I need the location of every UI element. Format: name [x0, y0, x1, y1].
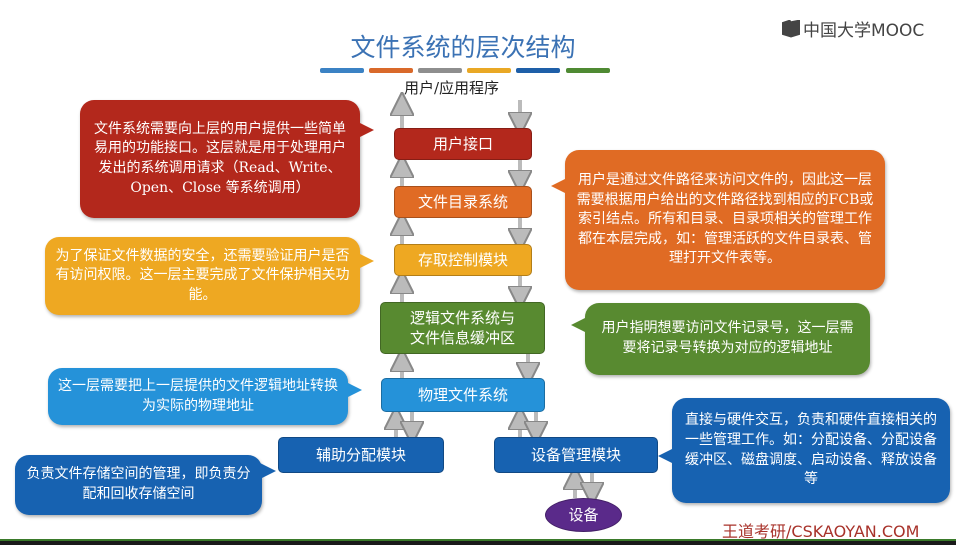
color-bar — [516, 68, 560, 73]
page-title: 文件系统的层次结构 — [350, 33, 576, 62]
layer-file-directory: 文件目录系统 — [394, 186, 532, 218]
layer-alloc: 辅助分配模块 — [278, 437, 444, 473]
callout-text: 这一层需要把上一层提供的文件逻辑地址转换为实际的物理地址 — [58, 377, 338, 414]
book-icon — [782, 19, 800, 38]
footer-watermark: 王道考研/CSKAOYAN.COM — [722, 522, 920, 541]
callout-text: 直接与硬件交互，负责和硬件直接相关的一些管理工作。如：分配设备、分配设备缓冲区、… — [685, 412, 937, 488]
callout-access-control: 为了保证文件数据的安全，还需要验证用户是否有访问权限。这一层主要完成了文件保护相… — [45, 237, 374, 315]
callout-alloc: 负责文件存储空间的管理，即负责分配和回收存储空间 — [15, 455, 276, 515]
mooc-logo: 中国大学MOOC — [782, 16, 924, 41]
color-bar — [369, 68, 413, 73]
callout-text: 为了保证文件数据的安全，还需要验证用户是否有访问权限。这一层主要完成了文件保护相… — [55, 247, 350, 303]
color-bar — [467, 68, 511, 73]
top-label: 用户/应用程序 — [404, 79, 500, 97]
callout-device-mgmt: 直接与硬件交互，负责和硬件直接相关的一些管理工作。如：分配设备、分配设备缓冲区、… — [658, 398, 950, 503]
callout-text: 用户指明想要访问文件记录号，这一层需要将记录号转换为对应的逻辑地址 — [601, 320, 854, 356]
bottom-band — [0, 539, 956, 545]
callout-physical-fs: 这一层需要把上一层提供的文件逻辑地址转换为实际的物理地址 — [48, 368, 362, 425]
layer-logical-fs: 逻辑文件系统与文件信息缓冲区 — [380, 302, 545, 354]
layer-device: 设备 — [545, 498, 622, 532]
layer-device-mgmt: 设备管理模块 — [494, 437, 658, 473]
color-bar — [320, 68, 364, 73]
color-bar — [418, 68, 462, 73]
callout-text: 文件系统需要向上层的用户提供一些简单易用的功能接口。这层就是用于处理用户发出的系… — [94, 120, 346, 196]
layer-physical-fs: 物理文件系统 — [381, 378, 545, 412]
callout-directory: 用户是通过文件路径来访问文件的，因此这一层需要根据用户给出的文件路径找到相应的F… — [551, 150, 885, 290]
color-bar — [566, 68, 610, 73]
callout-text: 用户是通过文件路径来访问文件的，因此这一层需要根据用户给出的文件路径找到相应的F… — [576, 172, 874, 267]
callout-user-interface: 文件系统需要向上层的用户提供一些简单易用的功能接口。这层就是用于处理用户发出的系… — [80, 100, 374, 218]
layer-user-interface: 用户接口 — [394, 128, 532, 160]
callout-text: 负责文件存储空间的管理，即负责分配和回收存储空间 — [26, 466, 251, 502]
layer-access-control: 存取控制模块 — [394, 244, 532, 276]
logo-text: 中国大学MOOC — [803, 21, 925, 41]
callout-logical-fs: 用户指明想要访问文件记录号，这一层需要将记录号转换为对应的逻辑地址 — [571, 303, 870, 375]
